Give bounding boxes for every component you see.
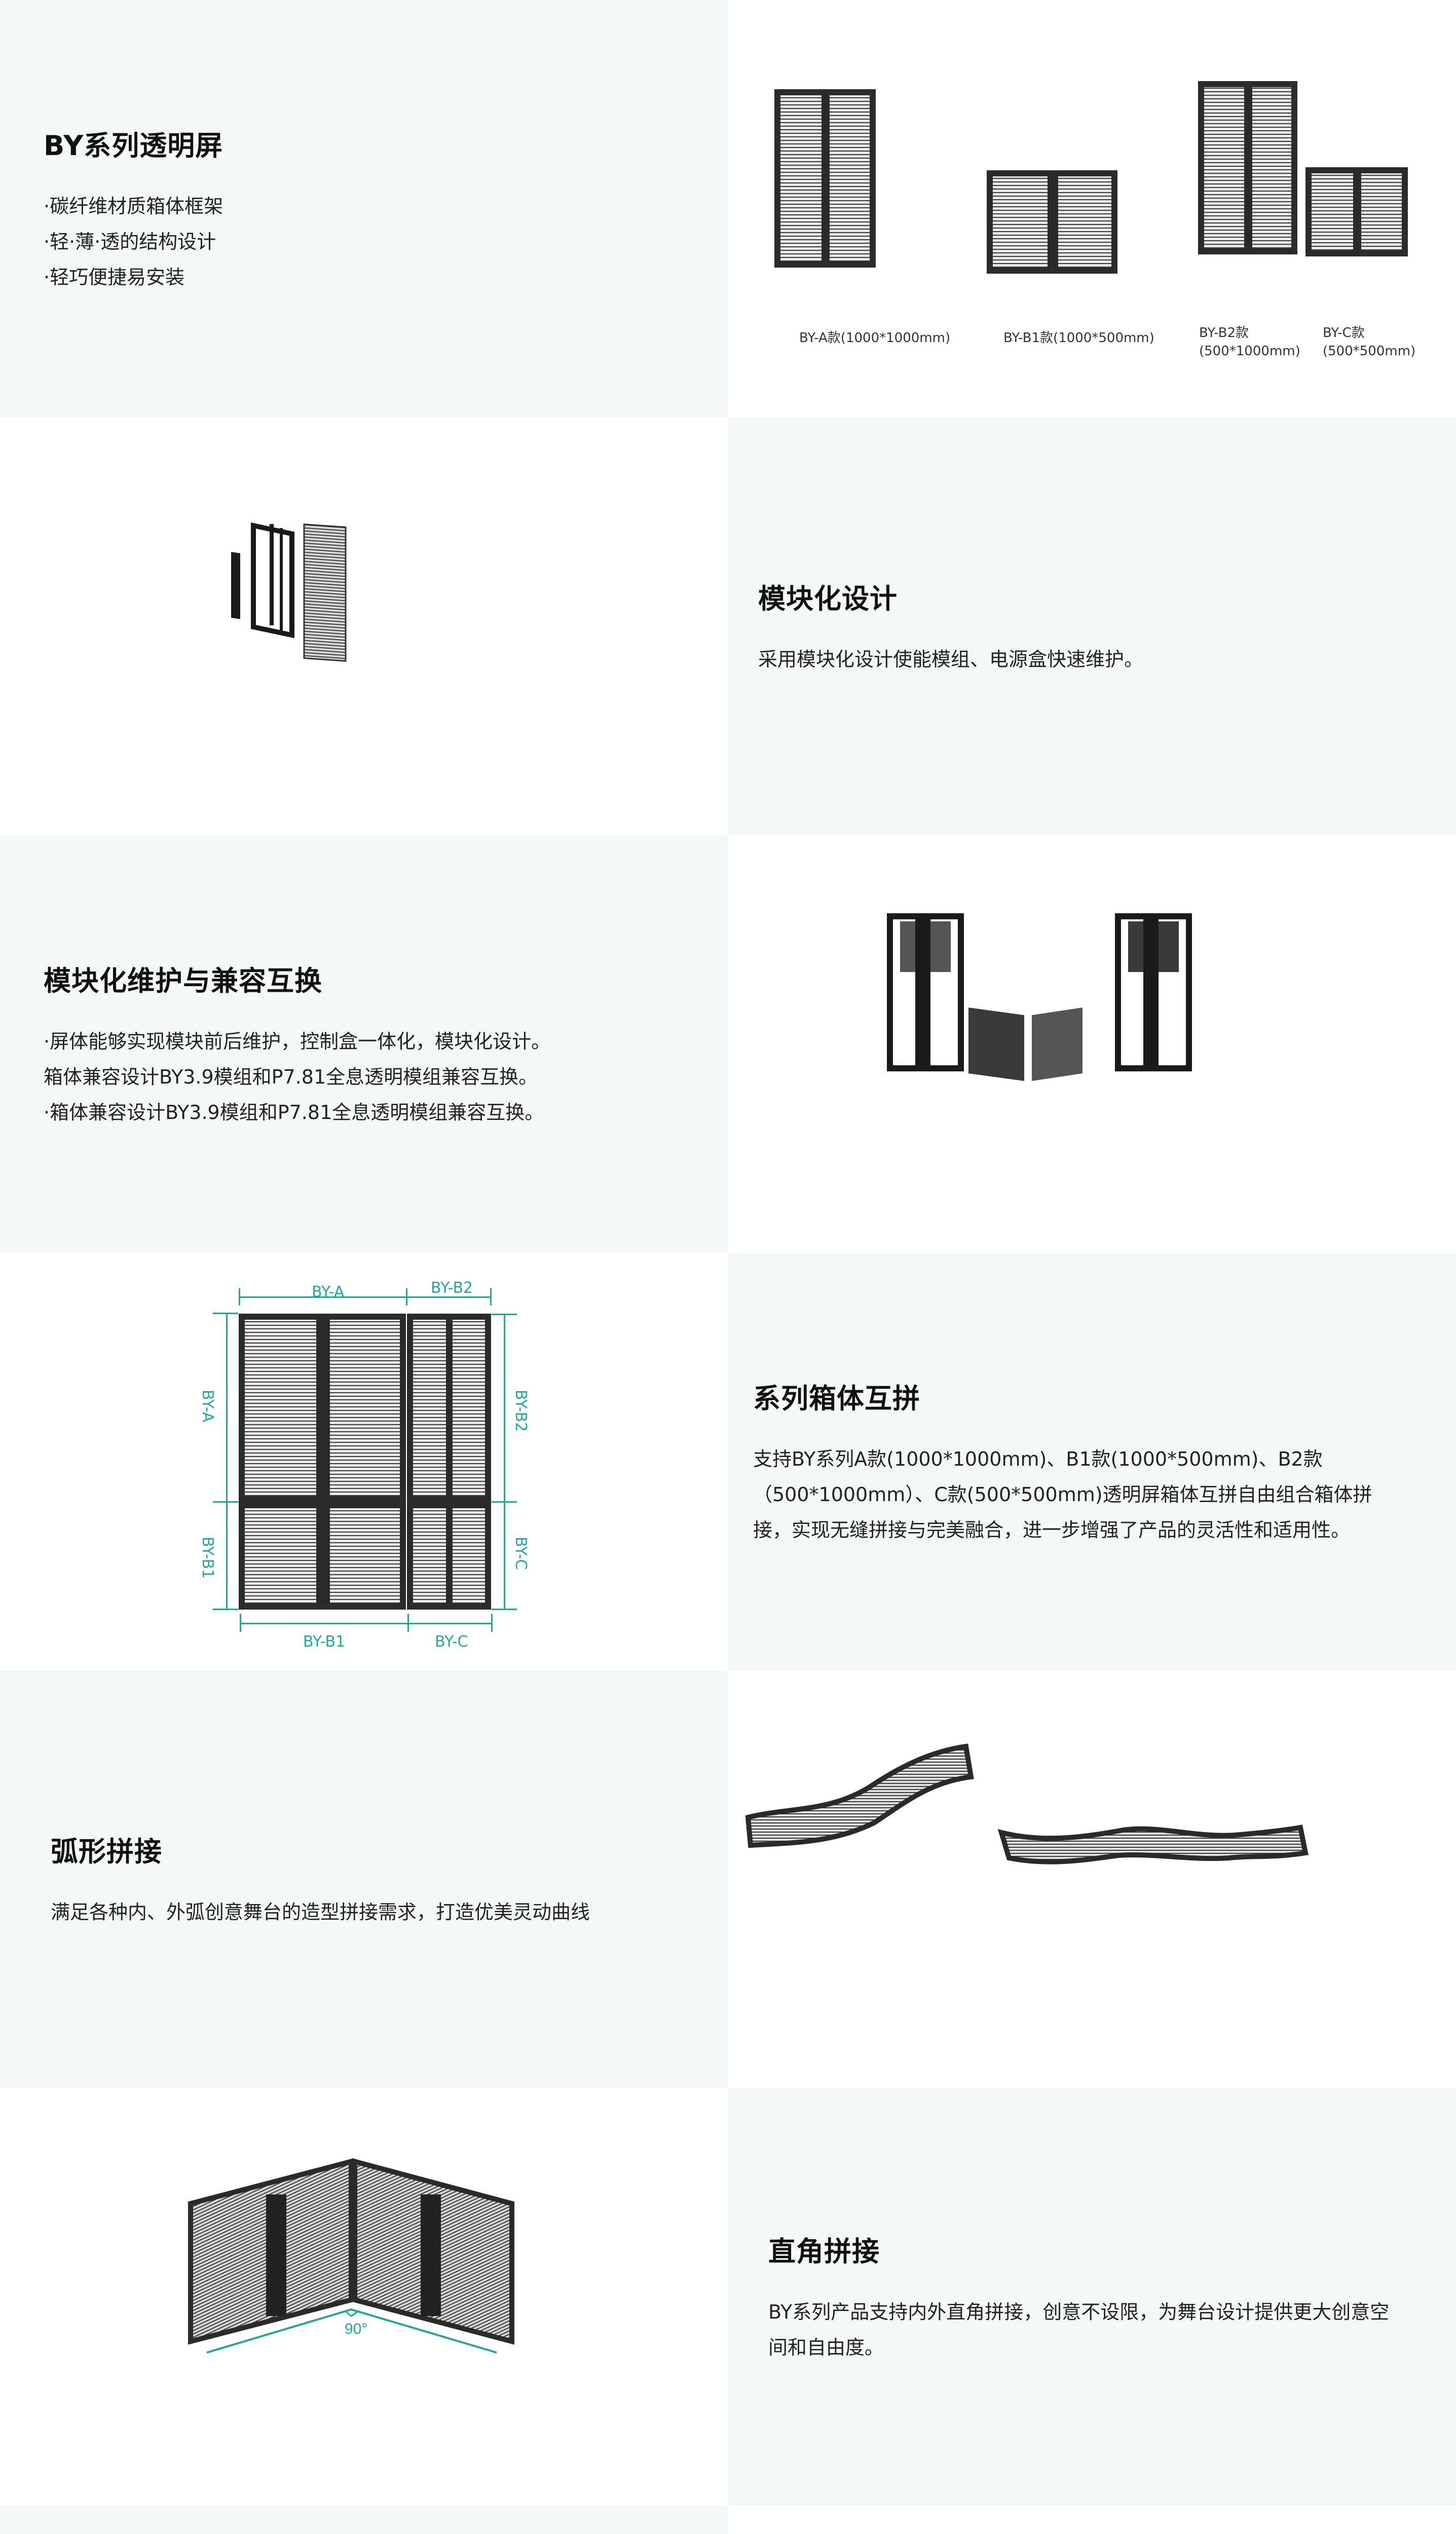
- modular-maintenance-text: 模块化维护与兼容互换 ·屏体能够实现模块前后维护，控制盒一体化，模块化设计。 箱…: [0, 835, 728, 1253]
- dimension-tick: [490, 1288, 492, 1306]
- feature-item: ·轻巧便捷易安装: [44, 266, 185, 288]
- dimension-tick: [406, 1288, 407, 1306]
- right-angle-illustration: 90°: [188, 2158, 514, 2354]
- arc-walls-image: [728, 1670, 1456, 2088]
- series-splicing-text: 系列箱体互拼 支持BY系列A款(1000*1000mm)、B1款(1000*50…: [728, 1253, 1456, 1670]
- splice-diagram-image: BY-A BY-B2 BY-A BY-B1 BY-B2 BY-C BY-B1 B…: [0, 1253, 728, 1670]
- section-description: 满足各种内、外弧创意舞台的造型拼接需求，打造优美灵动曲线: [51, 1900, 590, 1923]
- section-title: BY系列透明屏: [44, 129, 223, 162]
- label-right-by-b2: BY-B2: [512, 1390, 530, 1432]
- feature-item: ·碳纤维材质箱体框架: [44, 195, 223, 217]
- feature-list: ·碳纤维材质箱体框架 ·轻·薄·透的结构设计 ·轻巧便捷易安装: [44, 189, 728, 295]
- feature-item: ·箱体兼容设计BY3.9模组和P7.81全息透明模组兼容互换。: [44, 1101, 544, 1124]
- panel-by-a: [239, 1314, 406, 1502]
- cabinet-c-illustration: [1305, 167, 1408, 256]
- wind-frame-illustration: [728, 2506, 1456, 2534]
- feature-item: ·轻·薄·透的结构设计: [44, 230, 216, 253]
- module-swap-image: [728, 835, 1456, 1253]
- label-left-by-b1: BY-B1: [199, 1537, 216, 1579]
- right-angle-image: 90°: [0, 2088, 728, 2506]
- label-bottom-by-b1: BY-B1: [303, 1633, 346, 1651]
- section-title: 系列箱体互拼: [753, 1382, 920, 1414]
- arc-splicing-text: 弧形拼接 满足各种内、外弧创意舞台的造型拼接需求，打造优美灵动曲线: [0, 1670, 728, 2088]
- section-arc-splicing: 弧形拼接 满足各种内、外弧创意舞台的造型拼接需求，打造优美灵动曲线: [0, 1670, 1456, 2088]
- angle-label: 90°: [345, 2321, 367, 2337]
- section-series-splicing: BY-A BY-B2 BY-A BY-B1 BY-B2 BY-C BY-B1 B…: [0, 1253, 1456, 1670]
- cabinet-b2-illustration: [1198, 81, 1297, 254]
- section-modular-maintenance: 模块化维护与兼容互换 ·屏体能够实现模块前后维护，控制盒一体化，模块化设计。 箱…: [0, 835, 1456, 1253]
- caption-by-b2: BY-B2款: [1199, 325, 1249, 341]
- label-left-by-a: BY-A: [199, 1390, 216, 1423]
- dimension-line-top: [239, 1296, 491, 1298]
- caption-by-b1: BY-B1款(1000*500mm): [1003, 330, 1154, 346]
- module-swap-illustration: [887, 913, 1192, 1081]
- dimension-tick: [492, 1314, 517, 1315]
- wind-frame-text: 加入抗风阻架 提高显示屏抵抗环境风力的能力，以及户外舞台租赁大屏安全系数。: [0, 2506, 728, 2534]
- feature-list: ·屏体能够实现模块前后维护，控制盒一体化，模块化设计。 箱体兼容设计BY3.9模…: [44, 1024, 728, 1130]
- caption-by-c: BY-C款: [1323, 325, 1365, 341]
- dimension-tick: [240, 1614, 241, 1632]
- label-top-by-b2: BY-B2: [431, 1279, 473, 1297]
- cabinet-a-illustration: [774, 89, 876, 268]
- dimension-tick: [491, 1614, 493, 1632]
- section-title: 模块化设计: [758, 582, 898, 615]
- cabinet-lineup-image: BY-A款(1000*1000mm) BY-B1款(1000*500mm) BY…: [728, 0, 1456, 418]
- panel-by-c: [407, 1502, 491, 1610]
- exploded-cabinet-illustration: [231, 522, 347, 662]
- by-series-text: BY系列透明屏 ·碳纤维材质箱体框架 ·轻·薄·透的结构设计 ·轻巧便捷易安装: [0, 0, 728, 418]
- dimension-tick: [492, 1609, 517, 1610]
- dimension-tick: [213, 1501, 238, 1503]
- caption-by-c-size: (500*500mm): [1323, 344, 1416, 359]
- section-title: 直角拼接: [768, 2235, 880, 2267]
- exploded-cabinet-image: [0, 418, 728, 835]
- label-bottom-by-c: BY-C: [435, 1633, 468, 1651]
- section-description: 支持BY系列A款(1000*1000mm)、B1款(1000*500mm)、B2…: [753, 1447, 1372, 1541]
- caption-by-b2-size: (500*1000mm): [1199, 344, 1300, 359]
- feature-item: 箱体兼容设计BY3.9模组和P7.81全息透明模组兼容互换。: [44, 1065, 538, 1088]
- section-wind-frame: 加入抗风阻架 提高显示屏抵抗环境风力的能力，以及户外舞台租赁大屏安全系数。: [0, 2506, 1456, 2534]
- modular-design-text: 模块化设计 采用模块化设计使能模组、电源盒快速维护。: [728, 418, 1456, 835]
- panel-by-b1: [239, 1502, 406, 1610]
- label-right-by-c: BY-C: [512, 1537, 530, 1570]
- dimension-line-left: [226, 1313, 228, 1610]
- caption-by-a: BY-A款(1000*1000mm): [799, 330, 951, 346]
- section-by-series: BY系列透明屏 ·碳纤维材质箱体框架 ·轻·薄·透的结构设计 ·轻巧便捷易安装 …: [0, 0, 1456, 418]
- arc-walls-illustration: [745, 1743, 1309, 1865]
- dimension-tick: [213, 1609, 238, 1610]
- section-modular-design: 模块化设计 采用模块化设计使能模组、电源盒快速维护。: [0, 418, 1456, 835]
- section-title: 弧形拼接: [51, 1835, 162, 1868]
- dimension-line-right: [504, 1314, 505, 1610]
- panel-by-b2: [407, 1314, 491, 1502]
- section-title: 模块化维护与兼容互换: [44, 964, 322, 997]
- dimension-tick: [213, 1313, 238, 1314]
- dimension-line-bottom: [240, 1623, 492, 1624]
- cabinet-b1-illustration: [987, 170, 1117, 274]
- label-top-by-a: BY-A: [312, 1283, 345, 1301]
- dimension-tick: [492, 1501, 517, 1503]
- feature-item: ·屏体能够实现模块前后维护，控制盒一体化，模块化设计。: [44, 1030, 551, 1053]
- section-right-angle-splicing: 90° 直角拼接 BY系列产品支持内外直角拼接，创意不设限，为舞台设计提供更大创…: [0, 2088, 1456, 2506]
- section-description: BY系列产品支持内外直角拼接，创意不设限，为舞台设计提供更大创意空间和自由度。: [768, 2300, 1390, 2359]
- right-angle-splicing-text: 直角拼接 BY系列产品支持内外直角拼接，创意不设限，为舞台设计提供更大创意空间和…: [728, 2088, 1456, 2506]
- dimension-tick: [407, 1614, 409, 1632]
- dimension-tick: [239, 1288, 240, 1306]
- wind-frame-image: [728, 2506, 1456, 2534]
- section-description: 采用模块化设计使能模组、电源盒快速维护。: [758, 648, 1144, 670]
